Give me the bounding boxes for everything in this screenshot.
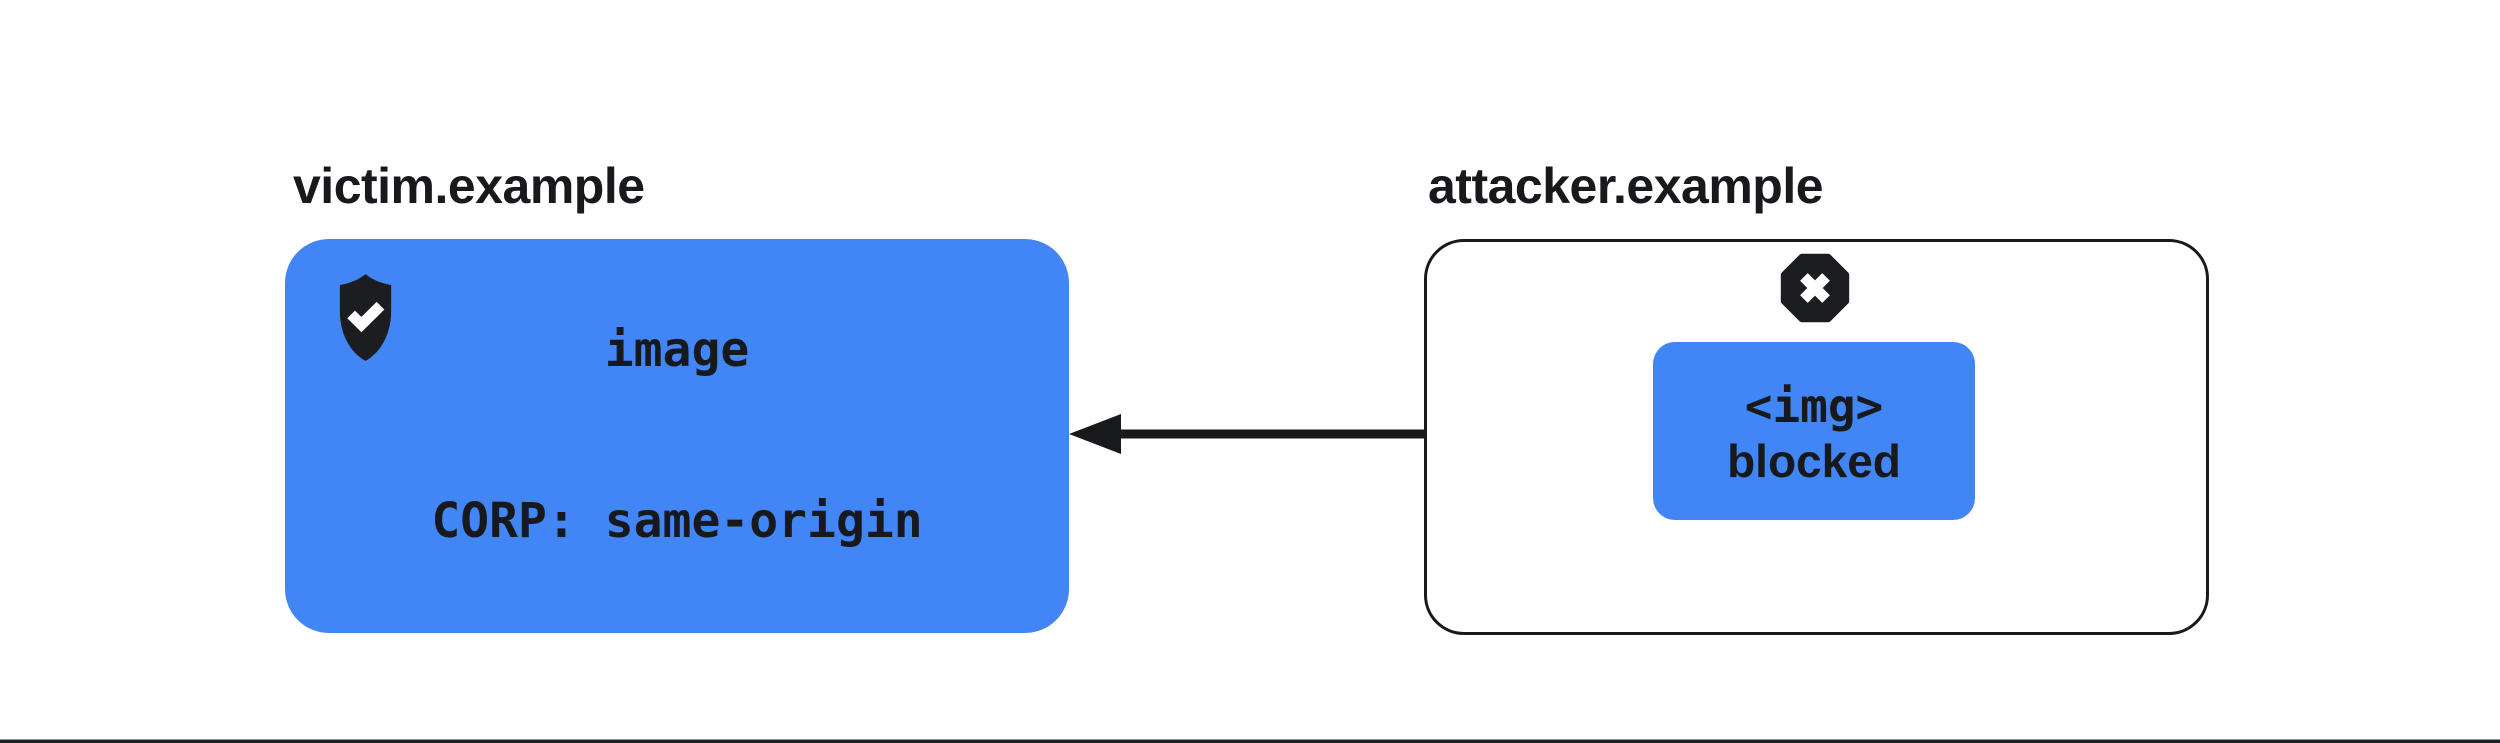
arrowhead-left bbox=[1069, 414, 1121, 454]
attacker-origin-label: attacker.example bbox=[1428, 158, 1824, 214]
victim-resource-text: image CORP: same-origin bbox=[431, 208, 922, 664]
resource-name-line: image bbox=[604, 322, 750, 378]
blocked-img-box: <img> blocked bbox=[1653, 342, 1975, 520]
checkmark bbox=[347, 301, 385, 333]
img-tag-line: <img> bbox=[1744, 379, 1884, 433]
x-mark-stroke-2 bbox=[1800, 273, 1830, 303]
attacker-origin-frame: <img> blocked bbox=[1424, 239, 2209, 635]
blocked-x-octagon-icon bbox=[1780, 253, 1850, 323]
bottom-rule bbox=[0, 739, 2500, 743]
blocked-label-line: blocked bbox=[1727, 435, 1901, 487]
victim-origin-box: image CORP: same-origin bbox=[285, 239, 1069, 633]
victim-origin-label: victim.example bbox=[293, 158, 645, 214]
corp-header-line: CORP: same-origin bbox=[431, 493, 923, 549]
shield-check-icon bbox=[339, 274, 392, 361]
